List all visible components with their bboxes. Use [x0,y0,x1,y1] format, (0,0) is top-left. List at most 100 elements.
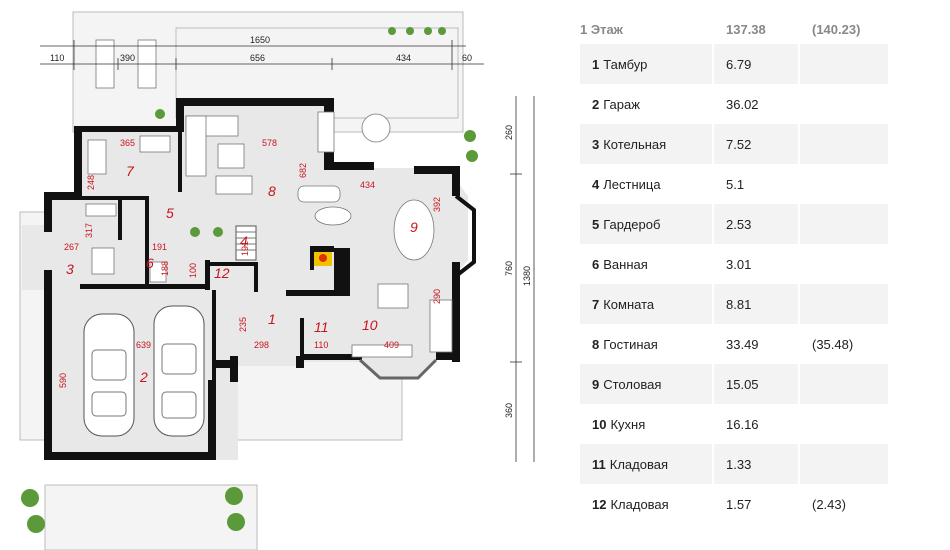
bay-window-kitchen [358,358,438,380]
room-name: Гостиная [603,336,658,352]
room-number: 11 [592,456,606,472]
right-dimensions [510,96,535,462]
room-number: 9 [592,376,600,392]
dim-235: 235 [238,317,248,332]
room-area-extra [800,444,888,484]
dim-right-1380: 1380 [522,266,532,286]
dim-top-434: 434 [396,53,411,63]
room-area: 6.79 [714,44,800,84]
dim-248: 248 [86,175,96,190]
top-dimensions [40,40,484,70]
room-area: 5.1 [714,164,800,204]
room-number: 1 [592,56,600,72]
room-area-extra: (35.48) [812,336,854,352]
room-area-extra [800,404,888,444]
room-area: 33.49 [714,324,800,364]
room-area: 16.16 [714,404,800,444]
table-header-name: 1 Этаж [580,21,623,37]
dim-639: 639 [136,340,151,350]
car-left [83,313,135,437]
room-area-extra [800,364,888,404]
room-area-extra [800,164,888,204]
room-area-extra [800,244,888,284]
room-name: Ванная [603,256,648,272]
dim-188: 188 [160,261,170,276]
dim-392: 392 [432,197,442,212]
room-area: 3.01 [714,244,800,284]
room-name: Гараж [603,96,640,112]
room-number: 6 [592,256,600,272]
room-area-extra [800,124,888,164]
room-label-2: 2 [139,369,148,385]
room-name: Кладовая [610,496,669,512]
dim-434: 434 [360,180,375,190]
room-area: 1.57 [714,484,800,524]
room-area-extra [800,204,888,244]
dim-590: 590 [58,373,68,388]
room-name: Комната [603,296,655,312]
room-label-8: 8 [268,183,276,199]
dim-578: 578 [262,138,277,148]
dim-top-60: 60 [462,53,472,63]
table-header-row: 1 Этаж 137.38 (140.23) [580,14,888,44]
dim-191: 191 [152,242,167,252]
dim-409: 409 [384,340,399,350]
dim-top-390: 390 [120,53,135,63]
dim-right-260: 260 [504,125,514,140]
room-area: 2.53 [714,204,800,244]
outer-walls [44,98,460,460]
room-number: 10 [592,416,607,432]
stairs [235,225,257,261]
room-name: Столовая [603,376,662,392]
room-number: 5 [592,216,600,232]
room-name: Кладовая [609,456,668,472]
dim-682: 682 [298,163,308,178]
table-header-extra: (140.23) [812,21,861,37]
dim-right-760: 760 [504,261,514,276]
room-number: 3 [592,136,600,152]
room-area-extra [800,284,888,324]
bay-window [454,194,476,278]
dim-right-360: 360 [504,403,514,418]
room-area: 15.05 [714,364,800,404]
dim-110: 110 [314,340,328,350]
car-right [153,305,205,437]
room-area-extra: (2.43) [812,496,846,512]
dim-top-110: 110 [50,53,64,63]
room-label-10: 10 [362,317,378,333]
room-number: 7 [592,296,600,312]
inner-walls [78,132,350,382]
room-name: Гардероб [603,216,661,232]
dim-290: 290 [432,289,442,304]
entrance-path [44,484,258,550]
dim-100: 100 [188,263,198,278]
room-area-extra [800,84,888,124]
room-area: 8.81 [714,284,800,324]
room-label-6: 6 [146,255,154,271]
plant-icons [21,27,478,533]
room-label-3: 3 [66,261,74,277]
room-name: Кухня [610,416,646,432]
room-area: 7.52 [714,124,800,164]
room-label-4: 4 [240,233,248,249]
